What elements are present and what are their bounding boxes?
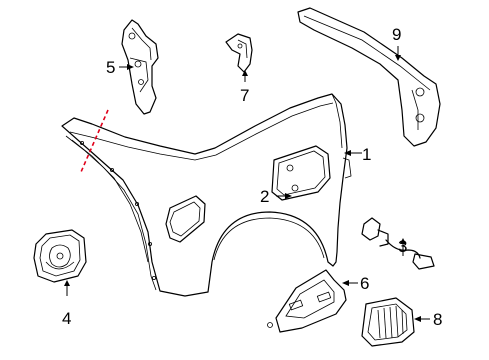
callout-3: 3 <box>398 237 407 256</box>
callout-1: 1 <box>362 145 371 164</box>
callout-leaders <box>64 46 430 322</box>
callout-4: 4 <box>62 309 71 328</box>
vent-grille[interactable] <box>361 297 415 347</box>
wiring-harness[interactable] <box>361 217 435 270</box>
roof-rail[interactable] <box>297 7 441 147</box>
callout-8: 8 <box>433 310 442 329</box>
callout-2: 2 <box>260 187 269 206</box>
small-bracket[interactable] <box>225 33 253 73</box>
trim-molding[interactable] <box>267 269 347 333</box>
fuel-housing[interactable] <box>33 229 87 283</box>
pillar-bracket[interactable] <box>121 19 159 115</box>
callout-6: 6 <box>360 274 369 293</box>
callout-7: 7 <box>240 86 249 105</box>
quarter-panel[interactable] <box>61 93 352 297</box>
cut-line <box>80 109 109 173</box>
callout-5: 5 <box>106 58 115 77</box>
callout-9: 9 <box>392 25 401 44</box>
access-cover[interactable] <box>271 145 331 201</box>
